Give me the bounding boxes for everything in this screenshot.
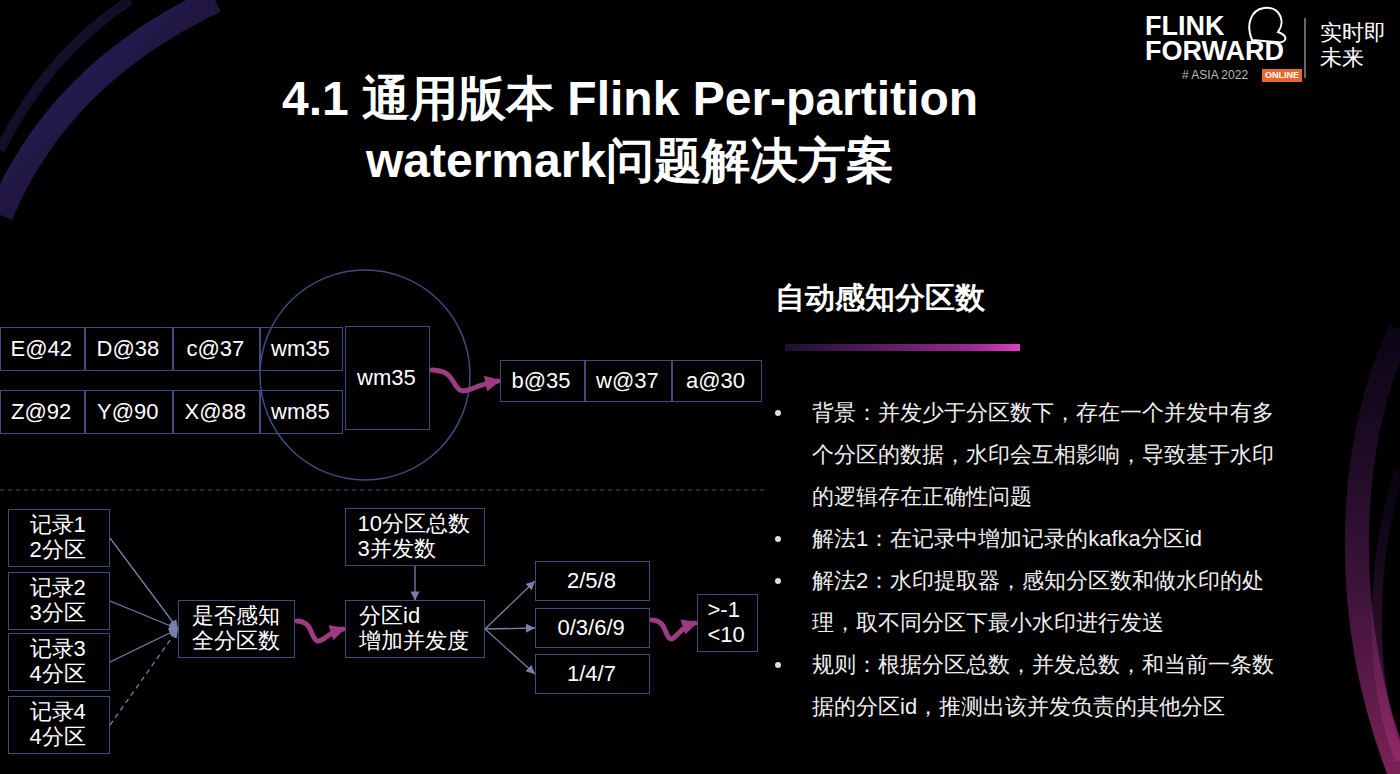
watermark-box: wm35 bbox=[260, 327, 343, 371]
partition-group-box: 0/3/6/9 bbox=[535, 608, 650, 648]
node-text: c@37 bbox=[187, 337, 247, 362]
logo-badge: ONLINE bbox=[1262, 69, 1302, 82]
decision-box: 是否感知 全分区数 bbox=[178, 600, 295, 657]
node-text: X@88 bbox=[185, 400, 249, 425]
merged-watermark-box: wm35 bbox=[345, 326, 430, 430]
partition-group-box: 2/5/8 bbox=[535, 561, 650, 601]
logo-divider bbox=[1305, 18, 1306, 78]
bullet-item: 解法1：在记录中增加记录的kafka分区id bbox=[775, 518, 1282, 560]
swirl bbox=[0, 0, 215, 215]
section-heading: 自动感知分区数 bbox=[775, 280, 985, 316]
event-box: Z@92 bbox=[0, 390, 85, 434]
node-text: 记录2 3分区 bbox=[30, 576, 89, 625]
curved-arrow bbox=[432, 370, 498, 391]
connector-arrow bbox=[485, 629, 535, 674]
record-box: 记录4 4分区 bbox=[8, 696, 110, 753]
event-box: X@88 bbox=[173, 390, 260, 434]
swirl bbox=[1377, 470, 1400, 760]
logo-slogan: 实时即未来 bbox=[1320, 20, 1388, 71]
node-text: 0/3/6/9 bbox=[558, 616, 628, 641]
bullet-item: 规则：根据分区总数，并发总数，和当前一条数据的分区id，推测出该并发负责的其他分… bbox=[775, 644, 1282, 728]
node-text: D@38 bbox=[97, 337, 162, 362]
slide-title: 4.1 通用版本 Flink Per-partition watermark问题… bbox=[180, 68, 1080, 192]
bullet-dot bbox=[775, 410, 781, 416]
connector-arrow bbox=[110, 538, 178, 629]
connector-arrow bbox=[110, 601, 178, 629]
connector-arrow bbox=[485, 628, 535, 629]
event-box: Y@90 bbox=[85, 390, 173, 434]
record-box: 记录1 2分区 bbox=[8, 509, 110, 566]
event-box: D@38 bbox=[85, 327, 173, 371]
swirl bbox=[0, 0, 130, 150]
record-box: 记录3 4分区 bbox=[8, 633, 110, 690]
node-text: wm35 bbox=[271, 337, 332, 362]
node-text: w@37 bbox=[596, 369, 661, 394]
node-text: a@30 bbox=[686, 369, 748, 394]
bullet-text: 规则：根据分区总数，并发总数，和当前一条数据的分区id，推测出该并发负责的其他分… bbox=[812, 644, 1282, 728]
heading-bar bbox=[785, 344, 1020, 351]
connector-arrow bbox=[414, 566, 415, 601]
connector-arrow bbox=[485, 581, 535, 629]
logo-subtitle: # ASIA 2022 bbox=[1182, 68, 1248, 82]
curved-arrow bbox=[297, 621, 343, 641]
bullet-text: 解法1：在记录中增加记录的kafka分区id bbox=[812, 518, 1282, 560]
config-box: 10分区总数 3并发数 bbox=[345, 508, 485, 565]
partition-circle bbox=[260, 270, 470, 480]
output-event-box: b@35 bbox=[500, 360, 585, 402]
partition-group-box: 1/4/7 bbox=[535, 654, 650, 694]
node-text: 记录4 4分区 bbox=[30, 700, 89, 749]
event-box: E@42 bbox=[0, 327, 85, 371]
separator bbox=[0, 489, 765, 490]
event-box: c@37 bbox=[173, 327, 260, 371]
node-text: 记录1 2分区 bbox=[30, 513, 89, 562]
node-text: 记录3 4分区 bbox=[30, 637, 89, 686]
curved-arrow bbox=[652, 620, 695, 639]
node-text: Y@90 bbox=[97, 400, 161, 425]
node-text: 是否感知 全分区数 bbox=[192, 604, 282, 653]
bullet-item: 解法2：水印提取器，感知分区数和做水印的处理，取不同分区下最小水印进行发送 bbox=[775, 560, 1282, 644]
node-text: wm35 bbox=[357, 366, 418, 391]
bullet-dot bbox=[775, 662, 781, 668]
bullet-text: 解法2：水印提取器，感知分区数和做水印的处理，取不同分区下最小水印进行发送 bbox=[812, 560, 1282, 644]
swirl bbox=[1357, 330, 1400, 774]
node-text: 分区id 增加并发度 bbox=[359, 604, 471, 653]
record-box: 记录2 3分区 bbox=[8, 572, 110, 629]
output-event-box: a@30 bbox=[672, 360, 762, 402]
node-text: wm85 bbox=[271, 400, 332, 425]
node-text: 10分区总数 3并发数 bbox=[358, 512, 473, 561]
bullet-list: 背景：并发少于分区数下，存在一个并发中有多个分区的数据，水印会互相影响，导致基于… bbox=[775, 392, 1282, 728]
node-text: Z@92 bbox=[11, 400, 74, 425]
range-box: >-1 <10 bbox=[697, 594, 758, 651]
bullet-dot bbox=[775, 536, 781, 542]
node-text: >-1 <10 bbox=[708, 598, 748, 647]
bullet-dot bbox=[775, 578, 781, 584]
node-text: 1/4/7 bbox=[567, 662, 618, 687]
watermark-box: wm85 bbox=[260, 390, 343, 434]
output-event-box: w@37 bbox=[585, 360, 672, 402]
connector-arrow bbox=[110, 629, 178, 662]
node-text: b@35 bbox=[512, 369, 574, 394]
process-box: 分区id 增加并发度 bbox=[345, 600, 485, 657]
connector-arrow bbox=[110, 629, 178, 725]
node-text: 2/5/8 bbox=[567, 569, 618, 594]
logo-text: FLINK FORWARD bbox=[1145, 14, 1286, 64]
bullet-text: 背景：并发少于分区数下，存在一个并发中有多个分区的数据，水印会互相影响，导致基于… bbox=[812, 392, 1282, 518]
bullet-item: 背景：并发少于分区数下，存在一个并发中有多个分区的数据，水印会互相影响，导致基于… bbox=[775, 392, 1282, 518]
node-text: E@42 bbox=[11, 337, 75, 362]
